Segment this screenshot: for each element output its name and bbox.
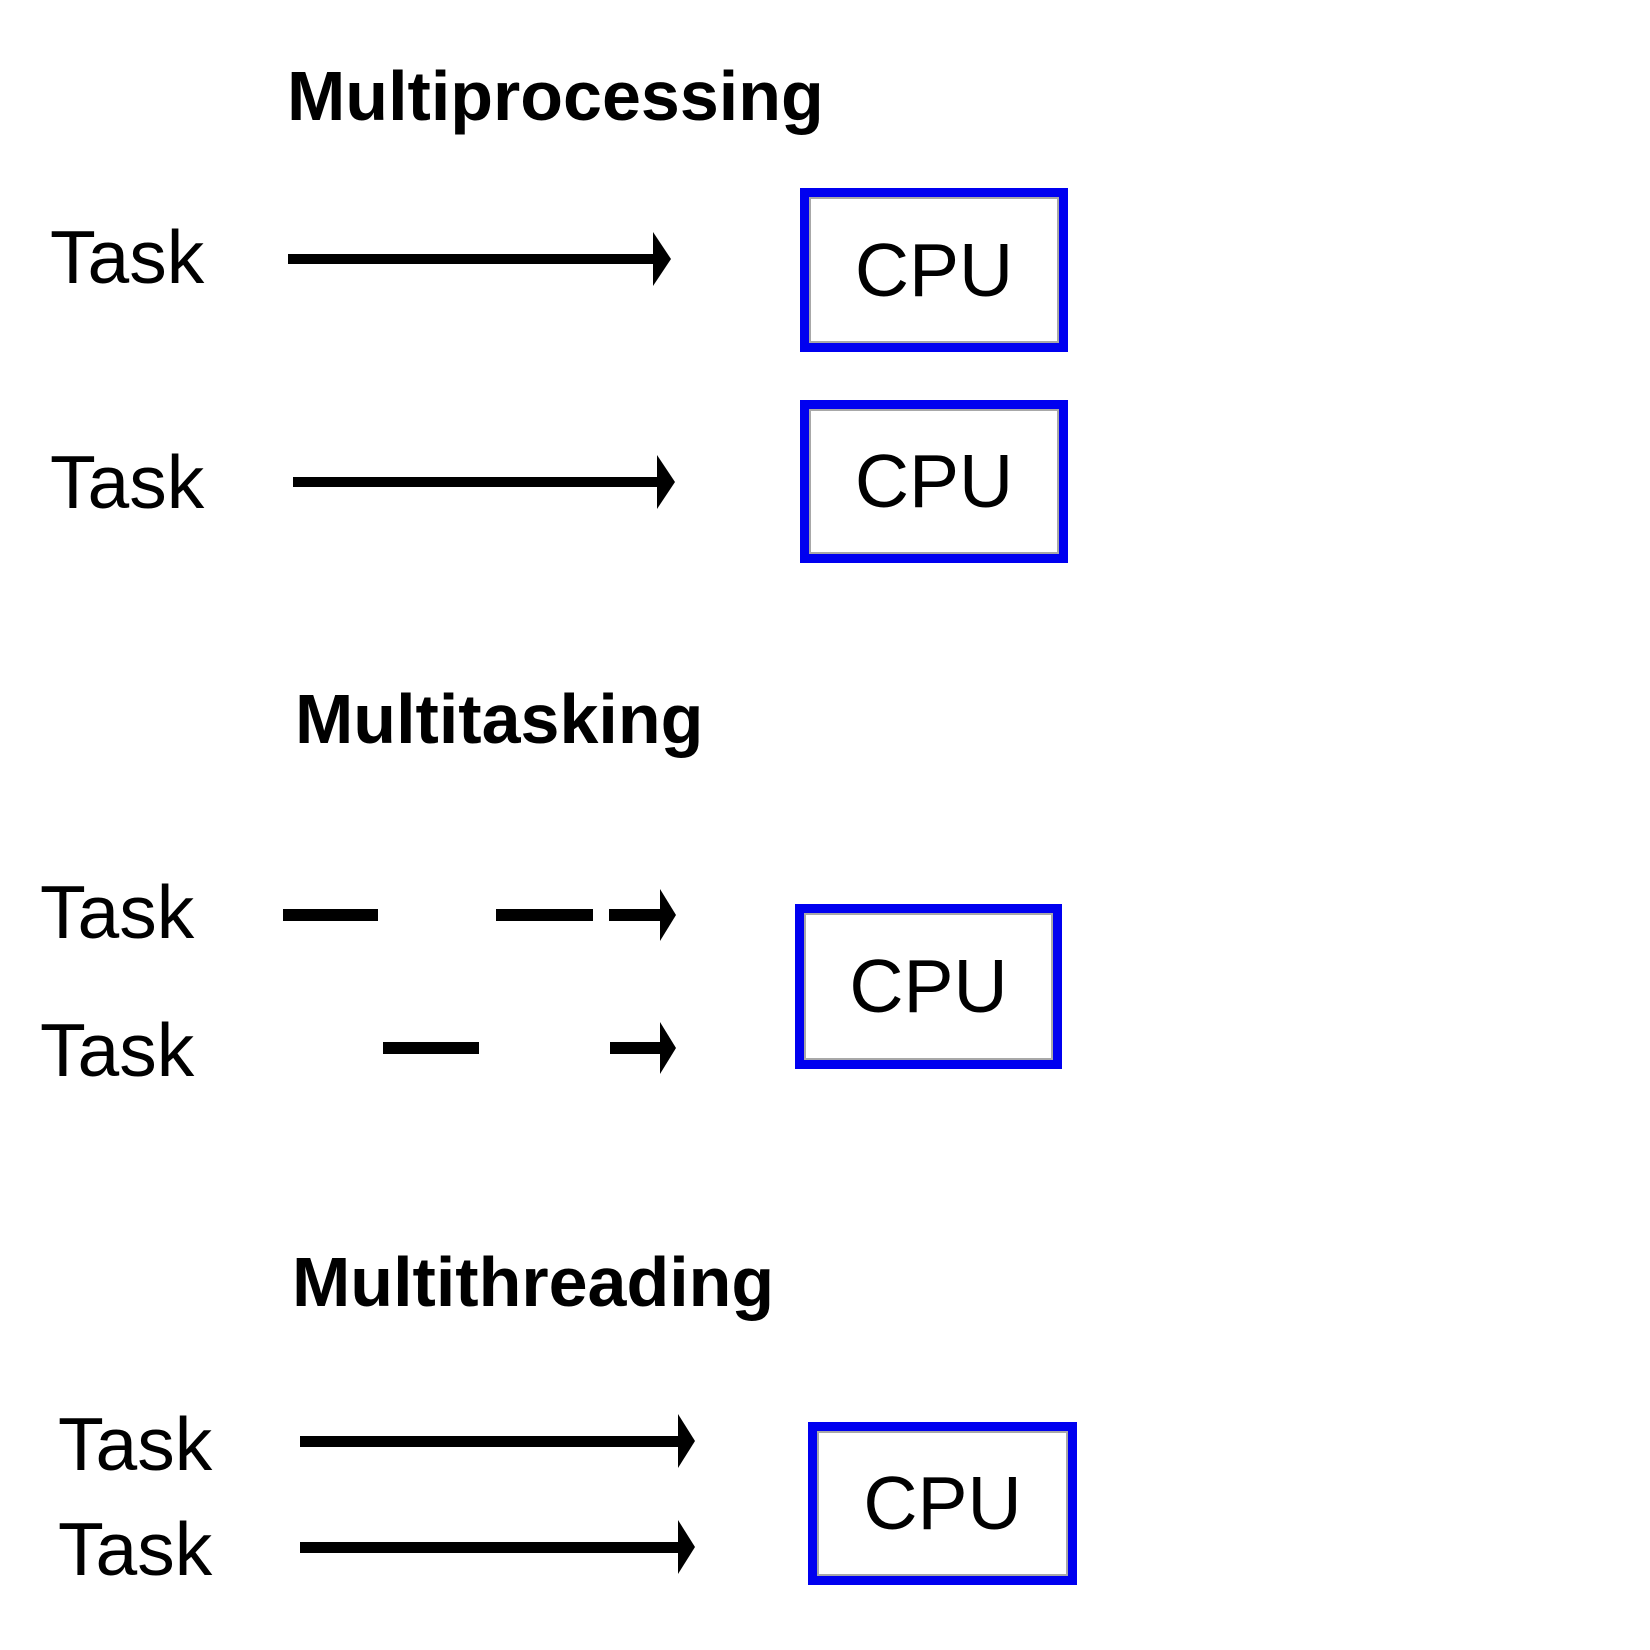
solid-arrow xyxy=(300,1520,695,1574)
arrow-shaft xyxy=(300,1436,678,1447)
arrow-shaft xyxy=(610,1042,660,1054)
time-slice-dash xyxy=(496,909,593,921)
task-label: Task xyxy=(58,1507,213,1591)
solid-arrow xyxy=(288,232,671,286)
task-label: Task xyxy=(50,215,205,299)
task-label: Task xyxy=(40,1008,195,1092)
arrow-head xyxy=(657,455,675,509)
task-label: Task xyxy=(58,1402,213,1486)
arrow-head xyxy=(653,232,671,286)
cpu-box-inner: CPU xyxy=(817,1431,1068,1576)
time-slice-dash xyxy=(283,909,378,921)
solid-arrow xyxy=(293,455,675,509)
cpu-box-inner: CPU xyxy=(809,409,1059,554)
arrow-head xyxy=(678,1414,695,1468)
cpu-label: CPU xyxy=(849,944,1008,1028)
arrow-head xyxy=(660,1022,676,1074)
cpu-label: CPU xyxy=(863,1461,1022,1545)
arrow-shaft xyxy=(300,1542,678,1553)
section-title-multiprocessing: Multiprocessing xyxy=(287,57,824,135)
solid-arrow xyxy=(300,1414,695,1468)
cpu-box: CPU xyxy=(800,188,1068,352)
arrow-head xyxy=(660,889,676,941)
task-label: Task xyxy=(50,440,205,524)
task-label: Task xyxy=(40,870,195,954)
arrow-shaft xyxy=(609,909,660,921)
cpu-box: CPU xyxy=(795,904,1062,1069)
arrow-shaft xyxy=(288,254,653,264)
section-title-multithreading: Multithreading xyxy=(292,1243,775,1321)
cpu-box: CPU xyxy=(800,400,1068,563)
cpu-box-inner: CPU xyxy=(809,197,1059,343)
cpu-box: CPU xyxy=(808,1422,1077,1585)
cpu-box-inner: CPU xyxy=(804,913,1053,1060)
dashed-arrow-end xyxy=(610,1022,676,1074)
section-title-multitasking: Multitasking xyxy=(295,680,704,758)
arrow-head xyxy=(678,1520,695,1574)
arrow-shaft xyxy=(293,477,657,487)
cpu-label: CPU xyxy=(854,439,1014,523)
time-slice-dash xyxy=(383,1042,479,1054)
cpu-label: CPU xyxy=(854,227,1014,312)
dashed-arrow-end xyxy=(609,889,676,941)
